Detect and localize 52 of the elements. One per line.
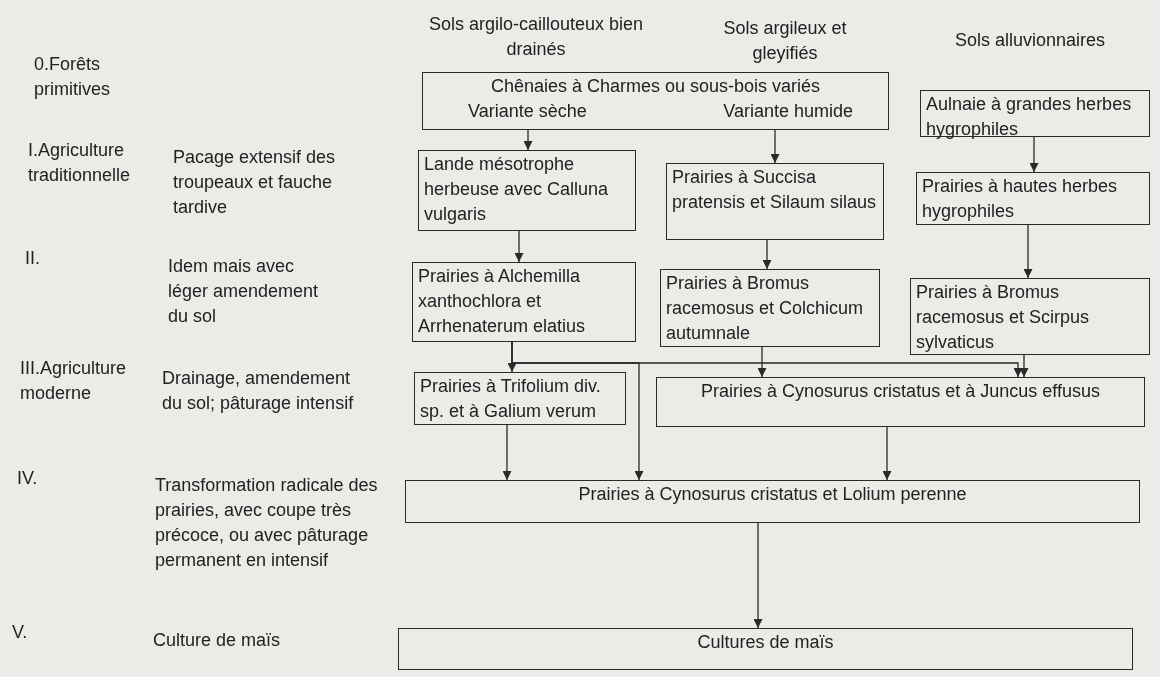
arrow <box>882 426 892 481</box>
row-label: IV. <box>17 467 39 490</box>
row-label: II. <box>25 247 41 270</box>
vegetation-box <box>910 278 1150 355</box>
box-text: Prairies à hautes herbes hygrophiles <box>922 175 1119 223</box>
box-text: Prairies à Alchemilla xanthochlora et Arrhenaterum elatius <box>418 265 587 338</box>
box-text: Aulnaie à grandes herbes hygrophiles <box>926 93 1133 141</box>
row-label: I.Agriculture traditionnelle <box>28 139 132 187</box>
arrow <box>1023 224 1033 279</box>
row-label: 0.Forêts primitives <box>34 53 111 101</box>
row-label: V. <box>12 621 29 644</box>
arrow <box>770 129 780 164</box>
box-text: Prairies à Trifolium div. sp. et à Galium verum <box>420 375 602 423</box>
column-heading: Sols argilo-caillouteux bien drainés <box>428 13 644 61</box>
vegetation-box <box>418 150 636 231</box>
arrow <box>514 230 524 263</box>
vegetation-box <box>414 372 626 425</box>
vegetation-box <box>656 377 1145 427</box>
box-text: Prairies à Cynosurus cristatus et Lolium perenne <box>577 483 968 506</box>
box-text: Lande mésotrophe herbeuse avec Calluna vulgaris <box>424 153 610 226</box>
row-label: Pacage extensif des troupeaux et fauche tardive <box>173 146 337 219</box>
arrow <box>1019 354 1029 378</box>
row-label: Drainage, amendement du sol; pâturage intensif <box>162 367 355 415</box>
box-text: Prairies à Succisa pratensis et Silaum silaus <box>672 166 878 214</box>
arrow <box>511 341 1023 378</box>
arrow <box>762 239 772 270</box>
row-label: Transformation radicale des prairies, avec coupe très précoce, ou avec pâturage permanent en intensif <box>155 474 379 572</box>
row-label: III.Agriculture moderne <box>20 357 128 405</box>
box-text: Prairies à Bromus racemosus et Colchicum autumnale <box>666 272 865 345</box>
arrow <box>753 522 763 629</box>
row-label: Culture de maïs <box>153 629 282 652</box>
box-text: Cultures de maïs <box>696 631 835 654</box>
vegetation-box <box>666 163 884 240</box>
vegetation-box <box>660 269 880 347</box>
box-heading: Chênaies à Charmes ou sous-bois variés <box>489 75 822 98</box>
row-label: Idem mais avec léger amendement du sol <box>168 255 320 328</box>
arrow <box>523 129 533 151</box>
vegetation-box <box>405 480 1140 523</box>
vegetation-box <box>920 90 1150 137</box>
arrow <box>1029 136 1039 173</box>
vegetation-box <box>412 262 636 342</box>
vegetation-box <box>422 72 889 130</box>
column-heading: Sols argileux et gleyifiés <box>722 17 848 65</box>
vegetation-box <box>398 628 1133 670</box>
arrow <box>757 346 767 378</box>
box-text: Prairies à Bromus racemosus et Scirpus sylvaticus <box>916 281 1091 354</box>
arrow <box>502 424 512 481</box>
box-subtext: Variante humide <box>723 100 853 123</box>
column-heading: Sols alluvionnaires <box>953 29 1107 52</box>
vegetation-box <box>916 172 1150 225</box>
box-subtext: Variante sèche <box>468 100 587 123</box>
box-text: Prairies à Cynosurus cristatus et à Juncus effusus <box>700 380 1101 403</box>
